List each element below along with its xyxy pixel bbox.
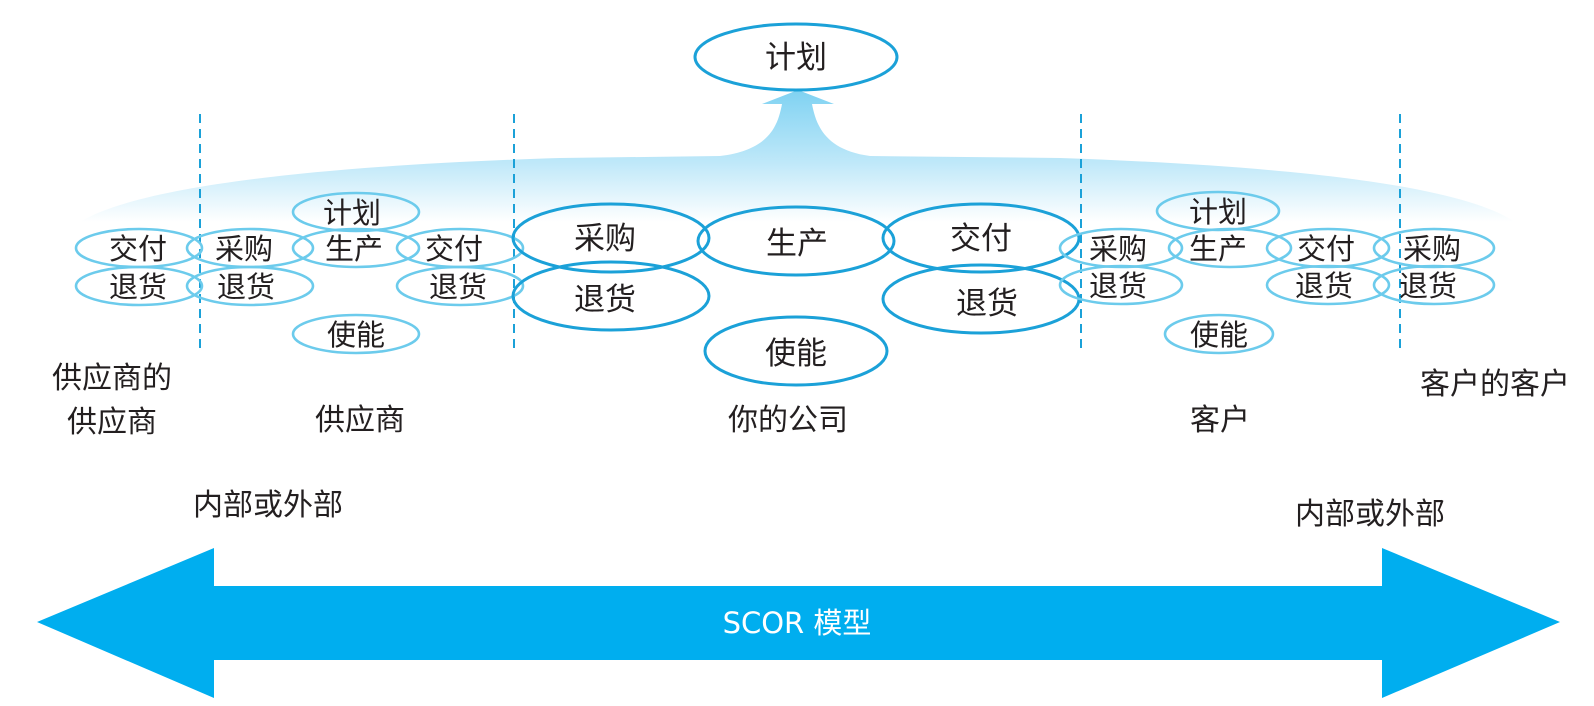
enable-label: 使能 bbox=[1190, 318, 1248, 352]
deliver-label: 交付 bbox=[950, 221, 1012, 257]
process-ellipse bbox=[511, 202, 711, 274]
process-ellipse bbox=[291, 313, 421, 355]
process-ellipse bbox=[696, 205, 896, 277]
process-ellipse bbox=[1163, 313, 1275, 355]
process-ellipse bbox=[511, 260, 711, 332]
process-ellipse bbox=[1265, 264, 1391, 306]
plan-label: 计划 bbox=[323, 196, 381, 230]
source-label: 采购 bbox=[1403, 232, 1461, 266]
process-ellipse bbox=[1058, 264, 1184, 306]
make-label: 生产 bbox=[766, 226, 828, 262]
party-label-customers-customer: 客户的客户 bbox=[1420, 367, 1570, 402]
source-label: 采购 bbox=[1089, 232, 1147, 266]
source-return-label: 退货 bbox=[1089, 269, 1147, 303]
company-group: 采购 生产 交付 退货 退货 使能 bbox=[511, 202, 1081, 387]
process-ellipse bbox=[395, 265, 525, 307]
process-ellipse bbox=[291, 191, 421, 233]
scor-double-arrow bbox=[37, 548, 1560, 698]
deliver-return-label: 退货 bbox=[1295, 269, 1353, 303]
make-label: 生产 bbox=[1189, 232, 1247, 266]
process-ellipse bbox=[881, 202, 1081, 274]
plan-label: 计划 bbox=[1189, 195, 1247, 229]
process-ellipse bbox=[1372, 264, 1496, 306]
party-label-customer: 客户 bbox=[1190, 403, 1250, 438]
source-return-label: 退货 bbox=[217, 270, 275, 304]
process-ellipse bbox=[74, 265, 204, 307]
return-label: 退货 bbox=[1399, 269, 1457, 303]
plan-flow-band bbox=[80, 90, 1515, 222]
customer-group: 计划 采购 生产 交付 退货 退货 使能 bbox=[1058, 190, 1391, 355]
deliver-label: 交付 bbox=[109, 232, 167, 266]
source-return-label: 退货 bbox=[574, 282, 636, 318]
scope-label-right: 内部或外部 bbox=[1295, 497, 1445, 532]
process-ellipse bbox=[703, 315, 889, 387]
make-label: 生产 bbox=[325, 232, 383, 266]
enable-label: 使能 bbox=[765, 336, 827, 372]
scope-label-left: 内部或外部 bbox=[193, 488, 343, 523]
scor-model-title: SCOR 模型 bbox=[723, 606, 872, 640]
party-label-suppliers-supplier-line2: 供应商 bbox=[67, 405, 157, 440]
enable-label: 使能 bbox=[327, 318, 385, 352]
deliver-label: 交付 bbox=[425, 232, 483, 266]
deliver-return-label: 退货 bbox=[956, 286, 1018, 322]
deliver-label: 交付 bbox=[1297, 232, 1355, 266]
process-ellipse bbox=[1167, 227, 1293, 269]
customers-customer-group: 采购 退货 bbox=[1372, 227, 1496, 306]
top-plan-label: 计划 bbox=[765, 40, 827, 76]
process-ellipse bbox=[291, 227, 421, 269]
supplier-group: 计划 采购 生产 交付 退货 退货 使能 bbox=[185, 191, 525, 355]
top-plan-ellipse bbox=[693, 22, 899, 92]
suppliers-supplier-group: 交付 退货 bbox=[74, 227, 204, 307]
source-label: 采购 bbox=[215, 232, 273, 266]
process-ellipse bbox=[185, 265, 315, 307]
party-label-company: 你的公司 bbox=[728, 403, 848, 438]
party-label-supplier: 供应商 bbox=[315, 403, 405, 438]
source-label: 采购 bbox=[574, 221, 636, 257]
return-label: 退货 bbox=[109, 270, 167, 304]
deliver-return-label: 退货 bbox=[429, 270, 487, 304]
party-label-suppliers-supplier-line1: 供应商的 bbox=[52, 361, 172, 396]
